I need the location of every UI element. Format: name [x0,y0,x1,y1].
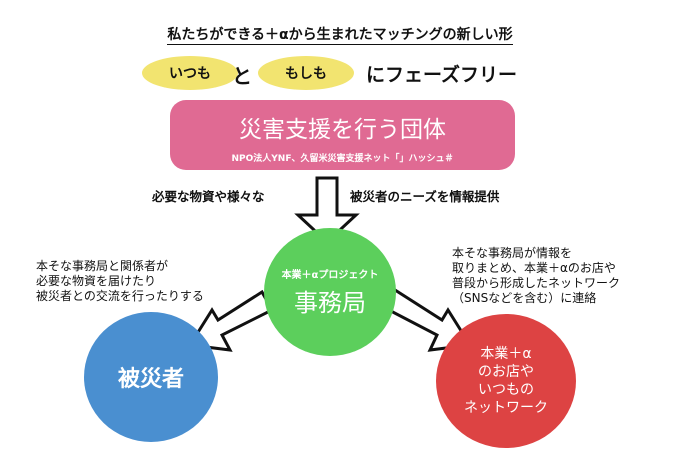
and-text: と [232,64,252,88]
flow-right-label: 被災者のニーズを情報提供 [350,189,500,204]
left-note: 本そな事務局と関係者が 必要な物資を届けたり 被災者との交流を行ったりする [36,259,204,303]
page-title: 私たちができる＋αから生まれたマッチングの新しい形 [167,27,513,45]
office-small: 本業＋αプロジェクト [281,270,379,281]
office-title: 事務局 [294,289,366,317]
flow-left-label: 必要な物資や様々な [152,189,265,204]
office-circle: 本業＋αプロジェクト 事務局 [264,228,396,356]
org-subtitle: NPO法人YNF、久留米災害支援ネット「」ハッシュ＃ [231,154,454,164]
moshimo-badge: もしも [258,56,354,90]
itsumo-badge: いつも [142,56,238,90]
victims-circle: 被災者 [84,312,218,442]
right-note: 本そな事務局が情報を 取りまとめ、本業＋αのお店や 普段から形成したネットワーク… [452,246,621,305]
org-title: 災害支援を行う団体 [239,117,446,143]
network-circle: 本業＋α のお店や いつもの ネットワーク [436,314,576,448]
support-org-box: 災害支援を行う団体 NPO法人YNF、久留米災害支援ネット「」ハッシュ＃ [170,100,515,170]
phase-free-text: にフェーズフリー [366,64,518,86]
